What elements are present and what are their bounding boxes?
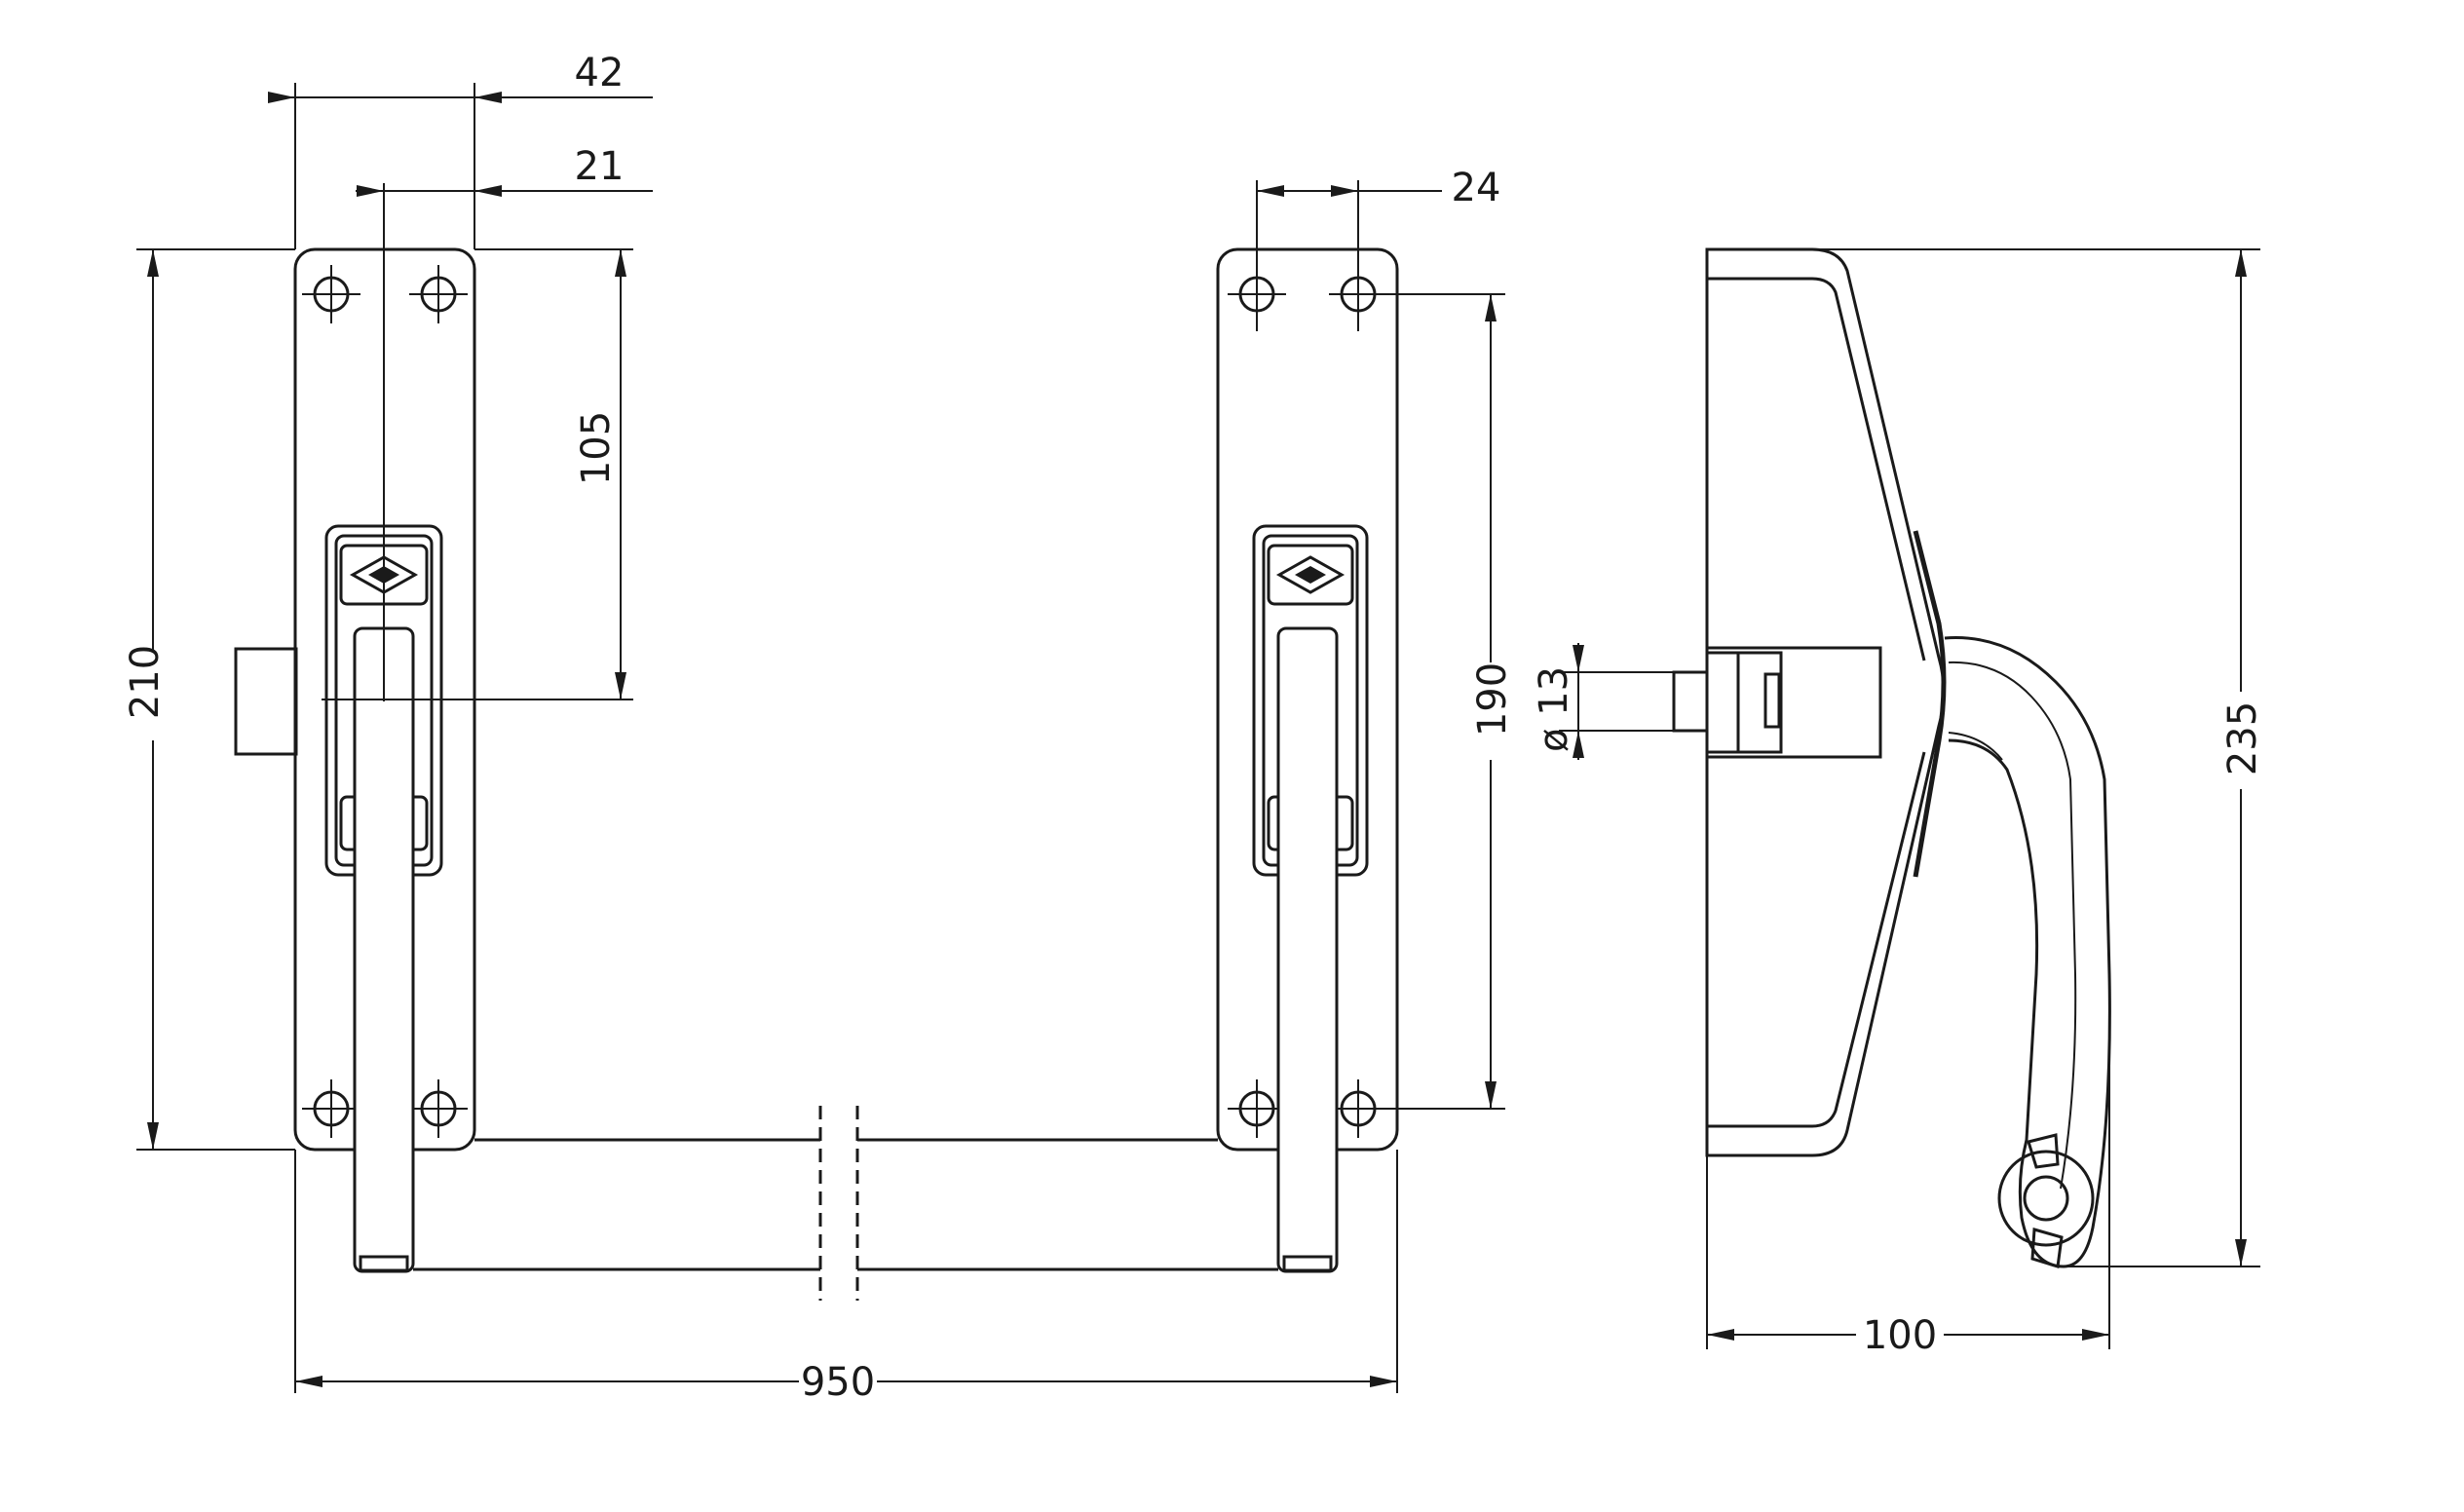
- left-mounting-plate: [234, 183, 633, 1273]
- dim-24-label: 24: [1452, 166, 1501, 210]
- screw-hole: [302, 265, 360, 323]
- dim-210-label: 210: [123, 645, 168, 719]
- dim-100-label: 100: [1863, 1313, 1937, 1358]
- dim-950-label: 950: [801, 1360, 875, 1405]
- dim-21-label: 21: [575, 144, 625, 189]
- dim-13-label: ø 13: [1532, 666, 1576, 752]
- dim-190-label: 190: [1470, 662, 1515, 737]
- screw-hole: [1228, 1079, 1286, 1138]
- screw-hole: [302, 1079, 360, 1138]
- screw-hole: [409, 1079, 468, 1138]
- side-view: [1672, 247, 2111, 1268]
- right-mounting-plate: [1216, 247, 1399, 1273]
- push-bar: [413, 1106, 1278, 1301]
- dim-105-label: 105: [574, 411, 619, 485]
- dim-42-label: 42: [575, 51, 625, 95]
- dim-235-label: 235: [2220, 701, 2265, 775]
- screw-hole: [409, 265, 468, 323]
- dimensions: 42 21 24 105 210 190: [123, 51, 2265, 1405]
